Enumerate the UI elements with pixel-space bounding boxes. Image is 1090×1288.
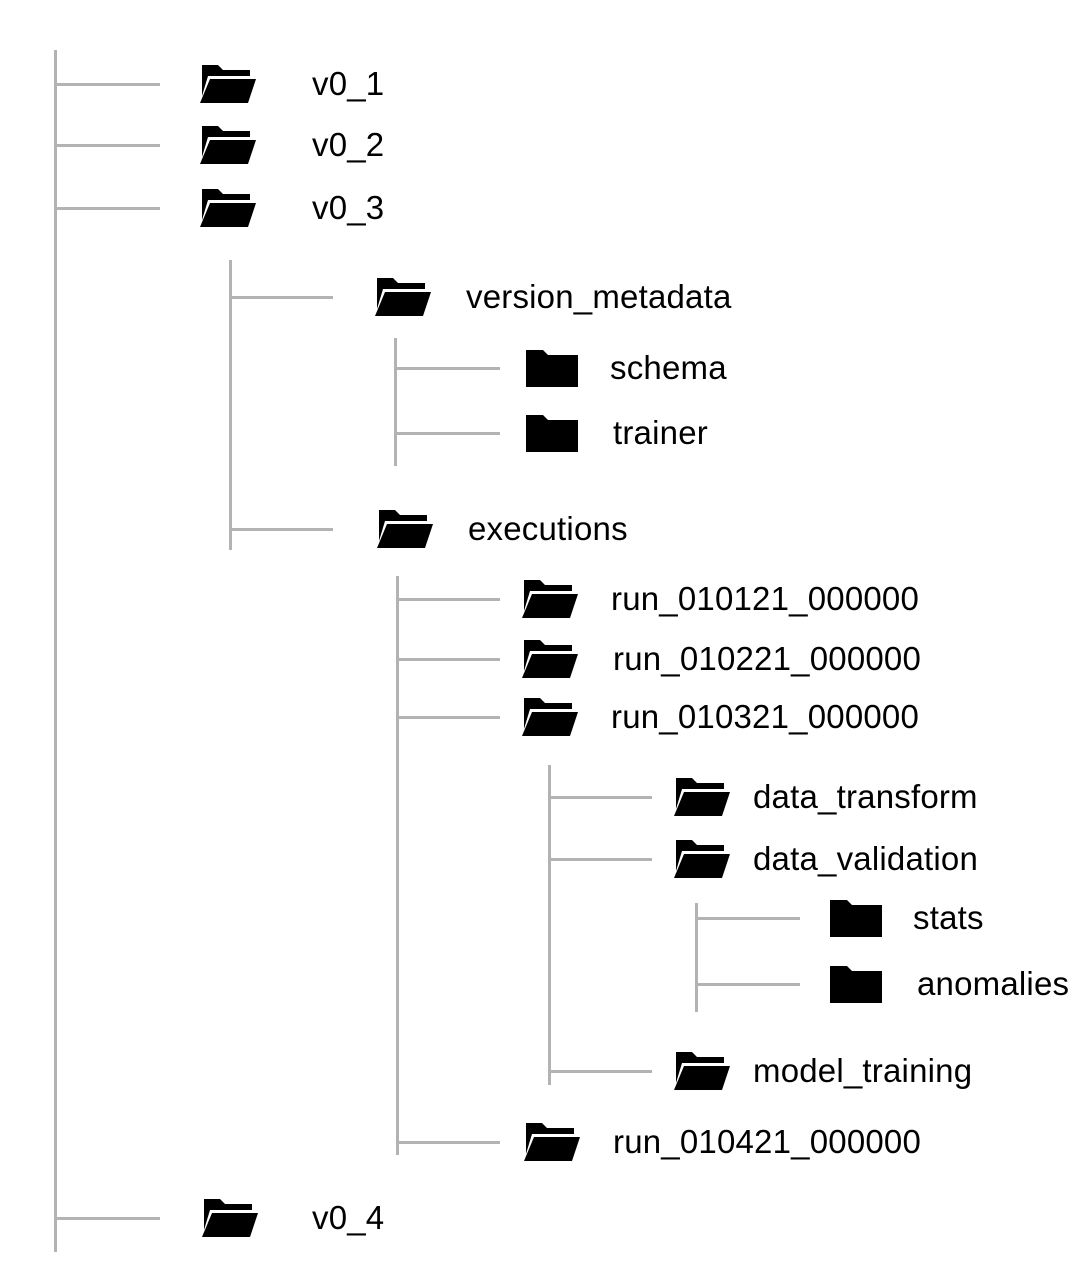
folder-label-anomalies[interactable]: anomalies xyxy=(917,965,1070,1002)
tree-connector-line xyxy=(56,83,160,86)
tree-connector-line xyxy=(697,917,800,920)
tree-branch-line xyxy=(396,576,399,1155)
folder-open-icon[interactable] xyxy=(672,776,732,818)
tree-branch-line xyxy=(229,260,232,550)
folder-label-data-transform[interactable]: data_transform xyxy=(753,778,978,815)
tree-connector-line xyxy=(56,1217,160,1220)
folder-open-icon[interactable] xyxy=(672,1050,732,1092)
folder-label-v0-4[interactable]: v0_4 xyxy=(312,1199,385,1236)
tree-connector-line xyxy=(550,796,652,799)
folder-closed-icon[interactable] xyxy=(826,963,886,1005)
tree-branch-line xyxy=(394,338,397,466)
tree-branch-line xyxy=(695,903,698,1012)
folder-closed-icon[interactable] xyxy=(522,412,582,454)
tree-connector-line xyxy=(56,144,160,147)
folder-open-icon[interactable] xyxy=(373,276,433,318)
folder-label-version-metadata[interactable]: version_metadata xyxy=(466,278,732,315)
folder-open-icon[interactable] xyxy=(198,63,258,105)
tree-connector-line xyxy=(398,716,500,719)
tree-connector-line xyxy=(550,1070,652,1073)
folder-label-executions[interactable]: executions xyxy=(468,510,628,547)
folder-open-icon[interactable] xyxy=(522,1121,582,1163)
folder-open-icon[interactable] xyxy=(520,696,580,738)
folder-open-icon[interactable] xyxy=(198,187,258,229)
tree-connector-line xyxy=(398,598,500,601)
tree-connector-line xyxy=(56,207,160,210)
tree-connector-line xyxy=(398,1141,500,1144)
folder-label-stats[interactable]: stats xyxy=(913,899,984,936)
folder-label-data-validation[interactable]: data_validation xyxy=(753,840,979,877)
tree-connector-line xyxy=(697,983,800,986)
tree-connector-line xyxy=(550,858,652,861)
folder-label-v0-2[interactable]: v0_2 xyxy=(312,126,385,163)
folder-label-run-010221-000000[interactable]: run_010221_000000 xyxy=(613,640,922,677)
tree-connector-line xyxy=(398,658,500,661)
tree-connector-line xyxy=(231,528,333,531)
folder-label-run-010321-000000[interactable]: run_010321_000000 xyxy=(611,698,920,735)
folder-closed-icon[interactable] xyxy=(522,347,582,389)
folder-open-icon[interactable] xyxy=(520,638,580,680)
folder-label-model-training[interactable]: model_training xyxy=(753,1052,973,1089)
folder-open-icon[interactable] xyxy=(200,1197,260,1239)
folder-open-icon[interactable] xyxy=(520,578,580,620)
tree-connector-line xyxy=(231,296,333,299)
tree-connector-line xyxy=(396,432,500,435)
folder-open-icon[interactable] xyxy=(672,838,732,880)
folder-open-icon[interactable] xyxy=(198,124,258,166)
folder-label-v0-3[interactable]: v0_3 xyxy=(312,189,385,226)
folder-closed-icon[interactable] xyxy=(826,897,886,939)
folder-label-v0-1[interactable]: v0_1 xyxy=(312,65,385,102)
tree-connector-line xyxy=(396,367,500,370)
folder-label-run-010121-000000[interactable]: run_010121_000000 xyxy=(611,580,920,617)
folder-label-trainer[interactable]: trainer xyxy=(613,414,708,451)
folder-open-icon[interactable] xyxy=(375,508,435,550)
folder-label-schema[interactable]: schema xyxy=(610,349,727,386)
tree-branch-line xyxy=(548,765,551,1085)
folder-label-run-010421-000000[interactable]: run_010421_000000 xyxy=(613,1123,922,1160)
tree-branch-line xyxy=(54,50,57,1252)
